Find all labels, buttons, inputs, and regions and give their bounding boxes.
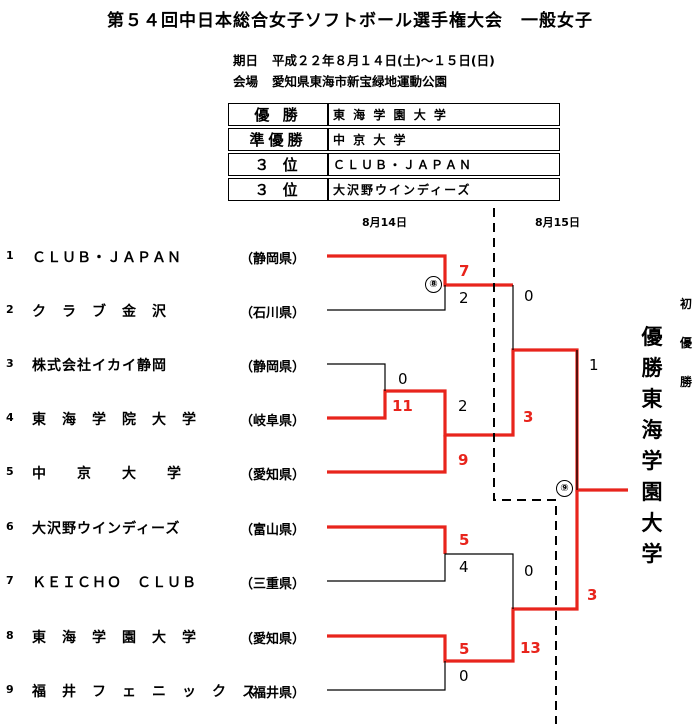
team-number: 1 xyxy=(6,249,14,262)
team-pref: （富山県） xyxy=(240,523,306,538)
date-day1: 8月14日 xyxy=(362,216,407,229)
champion-char: 学 xyxy=(641,542,663,566)
team-number: 7 xyxy=(6,574,14,587)
champion-char: 優 xyxy=(641,325,663,349)
team-pref: （福井県） xyxy=(240,686,306,701)
results-table: 優 勝 東 海 学 園 大 学 準優勝 中 京 大 学 ３ 位 ＣＬＵＢ・ＪＡＰ… xyxy=(228,101,560,203)
score: 7 xyxy=(459,262,470,280)
path-team2 xyxy=(327,285,446,311)
score: 5 xyxy=(459,531,470,549)
champion-char: 勝 xyxy=(641,356,663,380)
date-day2: 8月15日 xyxy=(535,216,580,229)
first-win-char: 勝 xyxy=(679,375,692,389)
team-name: 中 京 大 学 xyxy=(32,466,182,482)
score: 0 xyxy=(398,370,408,388)
champion-char: 海 xyxy=(641,418,663,442)
team-name: 大沢野ウインディーズ xyxy=(32,521,181,537)
team-pref: （岐阜県） xyxy=(240,414,306,429)
result-team: 中 京 大 学 xyxy=(328,128,560,151)
champion-vertical: 優 勝 東 海 学 園 大 学 xyxy=(637,322,667,570)
champion-char: 学 xyxy=(641,449,663,473)
result-row: 優 勝 東 海 学 園 大 学 xyxy=(228,103,560,126)
first-win-vertical: 初 優 勝 xyxy=(676,285,696,402)
team-name: 福 井 フ ェ ニ ッ ク ス xyxy=(32,684,257,700)
champion-char: 園 xyxy=(641,480,663,504)
champion-char: 東 xyxy=(641,387,663,411)
score: 13 xyxy=(520,639,541,657)
result-team: ＣＬＵＢ・ＪＡＰＡＮ xyxy=(328,153,560,176)
first-win-char: 初 xyxy=(679,297,692,311)
team-number: 8 xyxy=(6,629,14,642)
team-name: 東 海 学 園 大 学 xyxy=(32,630,197,646)
champion-char: 大 xyxy=(641,511,663,535)
path-team3 xyxy=(327,363,386,391)
team-number: 9 xyxy=(6,683,14,696)
result-team: 東 海 学 園 大 学 xyxy=(328,103,560,126)
path-team8 xyxy=(327,490,579,663)
team-pref: （愛知県） xyxy=(240,632,306,647)
result-rank: ３ 位 xyxy=(228,153,328,176)
score: 2 xyxy=(459,289,469,307)
venue-label: 会場 xyxy=(233,74,259,89)
team-number: 5 xyxy=(6,465,14,478)
date-label: 期日 xyxy=(233,53,259,68)
team-pref: （静岡県） xyxy=(240,360,306,375)
match-circle-8: ⑧ xyxy=(425,276,442,293)
result-rank: ３ 位 xyxy=(228,178,328,201)
team-number: 3 xyxy=(6,357,14,370)
score: 3 xyxy=(587,586,598,604)
team-name: 株式会社イカイ静岡 xyxy=(32,358,167,374)
path-team6 xyxy=(327,525,447,554)
page-title: 第５４回中日本総合女子ソフトボール選手権大会 一般女子 xyxy=(107,11,593,31)
team-pref: （三重県） xyxy=(240,577,306,592)
result-row: 準優勝 中 京 大 学 xyxy=(228,128,560,151)
path-team7 xyxy=(327,553,514,609)
team-number: 2 xyxy=(6,303,14,316)
team-number: 6 xyxy=(6,520,14,533)
team-pref: （愛知県） xyxy=(240,468,306,483)
team-name: ＣＬＵＢ・ＪＡＰＡＮ xyxy=(32,250,182,266)
day-divider xyxy=(493,208,557,724)
date-value: 平成２２年８月１４日(土)～１５日(日) xyxy=(272,53,495,68)
loser-lines xyxy=(327,285,578,691)
score: 11 xyxy=(392,397,413,415)
score: 5 xyxy=(459,640,470,658)
path-team1 xyxy=(327,254,513,287)
team-name: 東 海 学 院 大 学 xyxy=(32,412,197,428)
result-row: ３ 位 ＣＬＵＢ・ＪＡＰＡＮ xyxy=(228,153,560,176)
result-rank: 優 勝 xyxy=(228,103,328,126)
path-teams-3-4 xyxy=(327,348,628,492)
winner-lines xyxy=(327,254,628,663)
first-win-char: 優 xyxy=(679,336,692,350)
team-name: ク ラ ブ 金 沢 xyxy=(32,304,167,320)
match-circle-9: ⑨ xyxy=(556,480,573,497)
result-team: 大沢野ウインディーズ xyxy=(328,178,560,201)
team-number: 4 xyxy=(6,411,14,424)
score: 0 xyxy=(524,287,534,305)
score: 9 xyxy=(458,451,469,469)
score: 2 xyxy=(458,397,468,415)
team-name: ＫＥＩＣＨＯ ＣＬＵＢ xyxy=(32,575,197,591)
team-pref: （石川県） xyxy=(240,306,306,321)
score: 0 xyxy=(459,667,469,685)
result-rank: 準優勝 xyxy=(228,128,328,151)
team-pref: （静岡県） xyxy=(240,252,306,267)
path-team5 xyxy=(327,435,447,474)
score: 3 xyxy=(523,408,534,426)
score: 1 xyxy=(589,356,599,374)
score: 4 xyxy=(459,558,469,576)
result-row: ３ 位 大沢野ウインディーズ xyxy=(228,178,560,201)
score: 0 xyxy=(524,562,534,580)
path-team9 xyxy=(327,661,446,691)
venue-value: 愛知県東海市新宝緑地運動公園 xyxy=(272,74,448,89)
